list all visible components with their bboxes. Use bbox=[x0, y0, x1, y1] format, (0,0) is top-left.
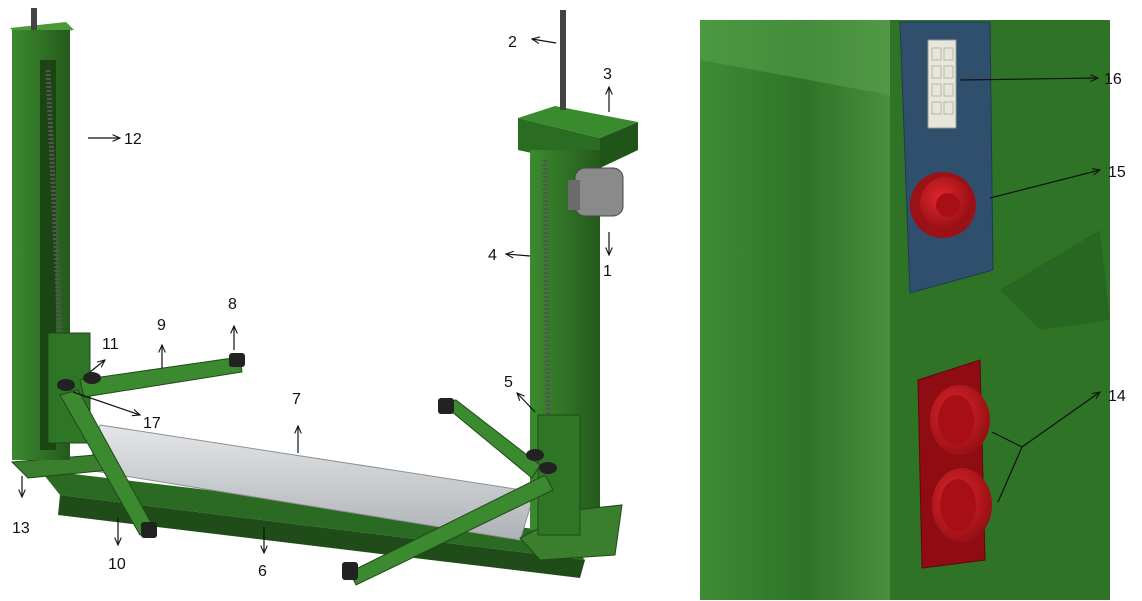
closeup-edge-shadow bbox=[1000, 230, 1110, 330]
label-10: 10 bbox=[108, 556, 126, 573]
label-5: 5 bbox=[504, 374, 513, 391]
arrow-15 bbox=[989, 170, 1100, 199]
arrow-14a bbox=[991, 431, 1023, 448]
emergency-stop-button bbox=[910, 172, 976, 238]
label-15: 15 bbox=[1108, 164, 1126, 181]
right-arm-front bbox=[349, 474, 554, 586]
motor-bracket bbox=[568, 180, 580, 210]
left-rod-top bbox=[31, 8, 37, 30]
right-column-cap bbox=[518, 106, 638, 138]
power-socket bbox=[932, 468, 992, 542]
right-column-cap-end bbox=[600, 122, 638, 168]
label-8: 8 bbox=[228, 296, 237, 313]
right-lead-screw bbox=[542, 159, 551, 421]
label-7: 7 bbox=[292, 391, 301, 408]
arrow-4 bbox=[506, 254, 531, 256]
foot-pad bbox=[438, 398, 454, 414]
arrow-17 bbox=[72, 391, 140, 415]
label-11: 11 bbox=[102, 336, 119, 353]
arm-pivot bbox=[57, 379, 75, 391]
label-4: 4 bbox=[488, 247, 497, 264]
foot-pad bbox=[342, 562, 358, 580]
arm-pivot bbox=[539, 462, 557, 474]
foot-pad bbox=[141, 522, 157, 538]
label-14: 14 bbox=[1108, 388, 1126, 405]
right-arm-back bbox=[438, 399, 541, 479]
callout-labels: 1 2 3 4 5 6 7 8 9 10 11 12 13 17 14 15 1… bbox=[12, 34, 1126, 580]
label-9: 9 bbox=[157, 317, 166, 334]
arrow-14b bbox=[997, 446, 1023, 503]
closeup-left-face bbox=[700, 20, 890, 600]
display-module bbox=[927, 39, 957, 129]
base-beam-side bbox=[58, 495, 585, 578]
label-3: 3 bbox=[603, 66, 612, 83]
arrow-11 bbox=[89, 360, 105, 373]
left-arm-back bbox=[79, 356, 243, 398]
arm-pivot bbox=[83, 372, 101, 384]
leader-arrows-right bbox=[959, 78, 1100, 503]
left-lead-screw bbox=[45, 69, 63, 341]
label-12: 12 bbox=[124, 131, 142, 148]
closeup-top-highlight bbox=[700, 20, 890, 95]
label-16: 16 bbox=[1104, 71, 1122, 88]
label-1: 1 bbox=[603, 263, 612, 280]
arrow-5 bbox=[517, 393, 536, 413]
label-6: 6 bbox=[258, 563, 267, 580]
panel-closeup bbox=[700, 20, 1110, 600]
label-2: 2 bbox=[508, 34, 517, 51]
lift-illustration bbox=[10, 8, 638, 586]
foot-pad bbox=[229, 353, 245, 367]
arm-pivot bbox=[526, 449, 544, 461]
leader-arrows-left bbox=[22, 39, 609, 553]
motor bbox=[574, 167, 624, 217]
arrow-14 bbox=[1021, 392, 1100, 448]
arrow-2 bbox=[532, 39, 557, 43]
label-17: 17 bbox=[143, 415, 161, 432]
right-rod-top bbox=[560, 10, 566, 110]
power-socket bbox=[930, 385, 990, 455]
label-13: 13 bbox=[12, 520, 30, 537]
arrow-16 bbox=[959, 78, 1098, 80]
